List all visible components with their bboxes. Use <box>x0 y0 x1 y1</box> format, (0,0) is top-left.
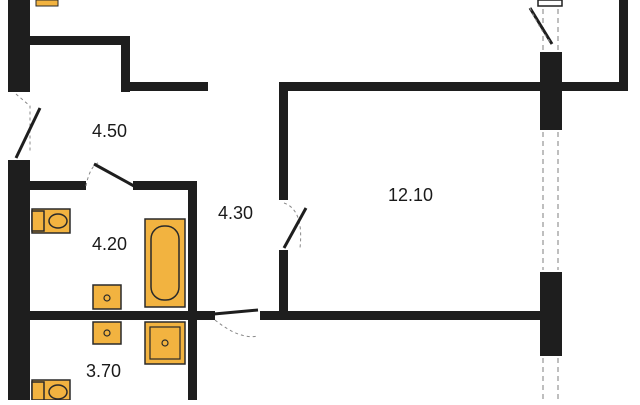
room-area-hall: 4.50 <box>92 121 128 141</box>
wall-bath-toilet <box>30 311 215 320</box>
wall-left-upper <box>8 0 30 92</box>
wall-stub-horizontal <box>121 82 208 91</box>
bathtub-inner <box>150 225 180 301</box>
living-door-swing <box>283 202 302 249</box>
bathroom-fixtures <box>31 208 186 310</box>
bath-sink-drain <box>103 294 111 302</box>
top-fixture <box>35 0 59 7</box>
toilet-door-swing <box>214 319 259 338</box>
balcony-door-leaf <box>528 7 554 45</box>
wall-left-lower <box>8 160 30 400</box>
entry-door-leaf <box>14 107 42 159</box>
wall-bath-top-right <box>133 181 196 190</box>
balcony-door-frame <box>537 0 563 7</box>
balcony-door <box>528 0 563 45</box>
toilet-room-fixtures <box>31 321 186 401</box>
wall-living-bottom <box>260 311 562 320</box>
wall-bath-top-left <box>30 181 86 190</box>
bath-toilet-tank <box>31 210 45 232</box>
bath-door-leaf <box>93 162 135 188</box>
wall-bath-right <box>188 181 197 400</box>
doors <box>14 93 308 338</box>
wall-living-top <box>279 82 562 91</box>
wall-top-left <box>30 36 130 45</box>
toilet-door-leaf <box>213 308 259 316</box>
wall-living-left-upper <box>279 82 288 200</box>
room-area-toilet: 3.70 <box>86 361 122 381</box>
toilet-room-sink <box>92 321 122 345</box>
bath-sink <box>92 284 122 310</box>
living-door-leaf <box>282 207 308 249</box>
wall-balcony-right <box>619 0 628 91</box>
shower-tray-inner <box>149 326 181 360</box>
windows <box>542 0 559 400</box>
wall-balcony-bottom <box>562 82 628 91</box>
toilet-room-sink-drain <box>103 329 111 337</box>
shower-drain <box>161 339 169 347</box>
wall-living-left-lower <box>279 250 288 320</box>
room-area-corridor: 4.30 <box>218 203 254 223</box>
bath-toilet-bowl <box>48 213 68 229</box>
room-area-living-room: 12.10 <box>388 185 434 205</box>
walls <box>8 0 628 400</box>
toilet-room-toilet-bowl <box>48 384 68 400</box>
toilet-room-toilet-tank <box>31 381 45 401</box>
wall-right-upper <box>540 52 562 130</box>
wall-right-middle <box>540 272 562 356</box>
wall-stub-vertical <box>121 36 130 92</box>
entry-door-swing <box>15 93 31 152</box>
room-area-bathroom: 4.20 <box>92 234 128 254</box>
balcony-door-swing <box>529 7 553 45</box>
